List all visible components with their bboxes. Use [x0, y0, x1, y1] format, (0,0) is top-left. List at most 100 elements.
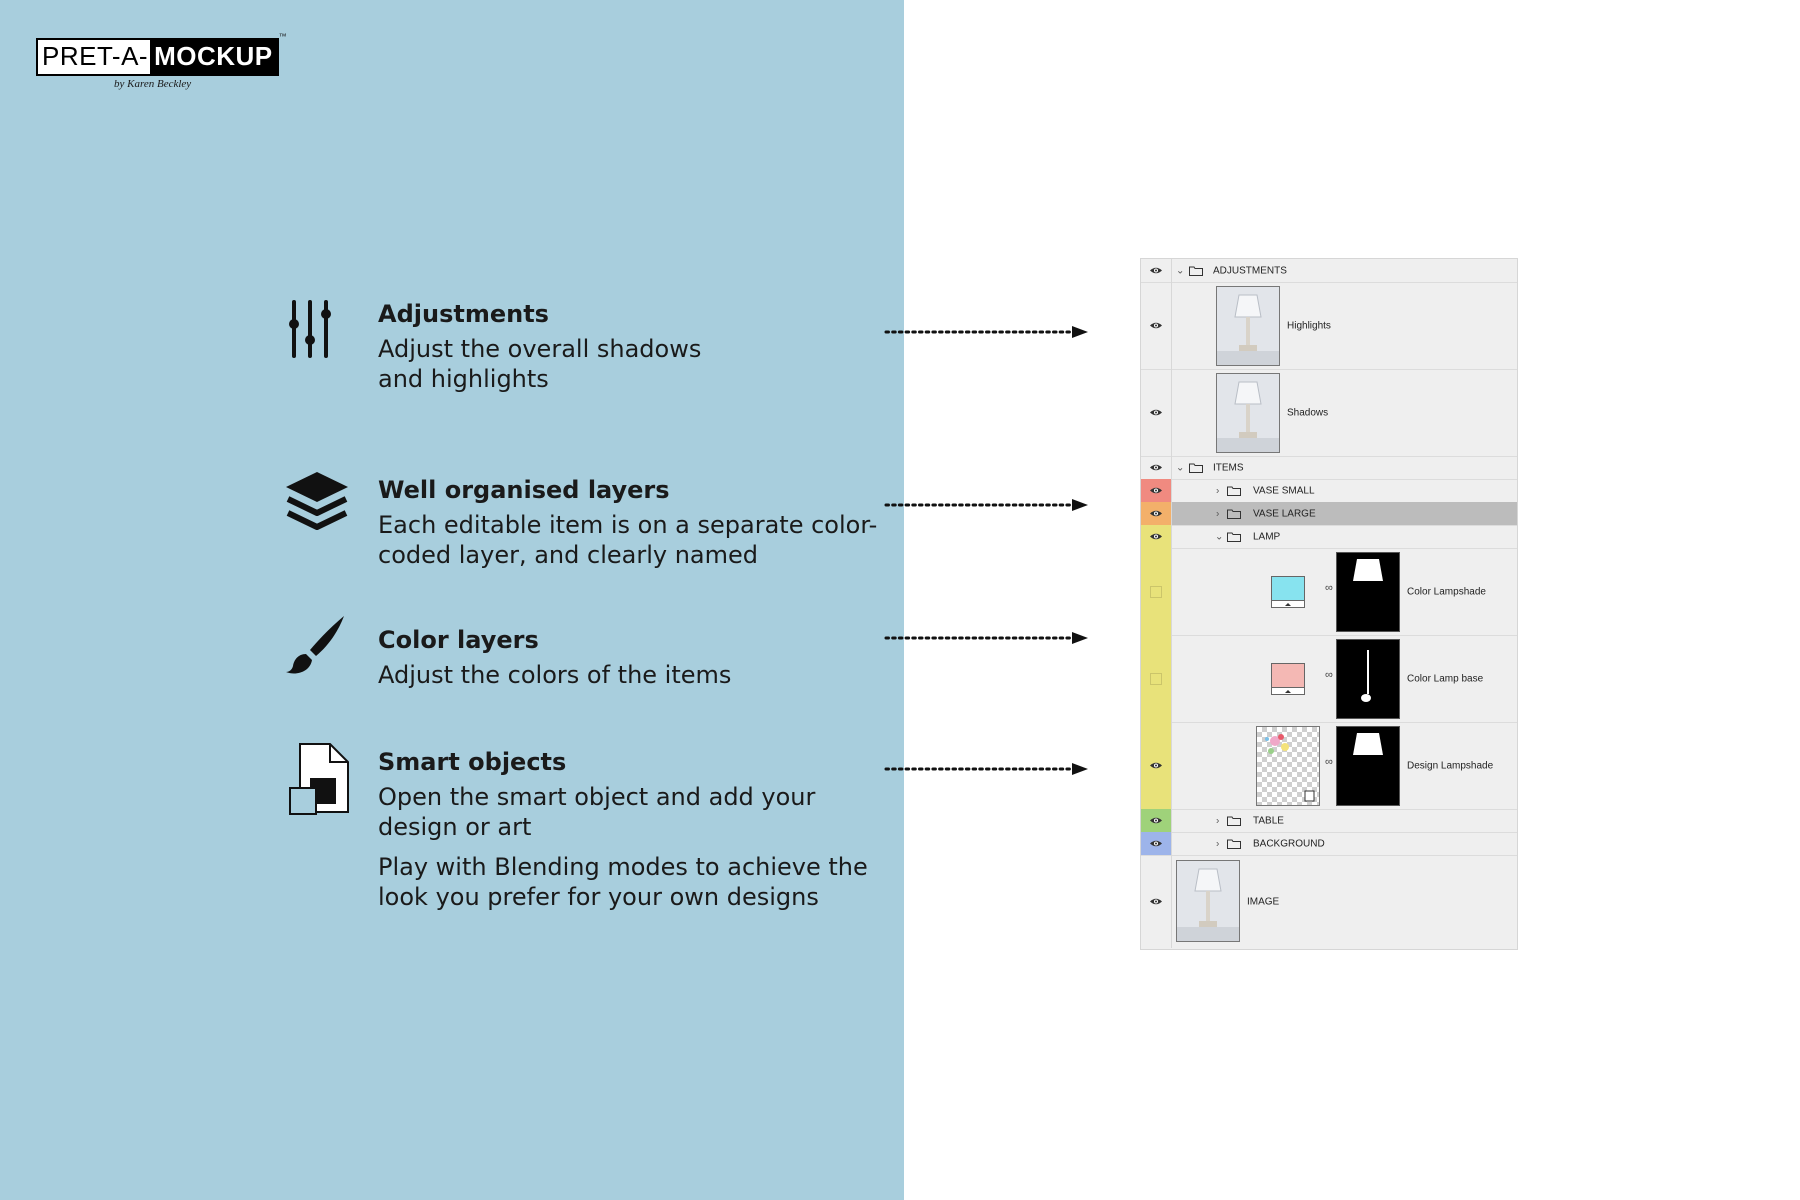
eye-icon	[1150, 322, 1162, 329]
visibility-toggle[interactable]	[1141, 809, 1172, 832]
eye-icon	[1150, 840, 1162, 847]
feature-smart-objects: Smart objects Open the smart object and …	[378, 748, 898, 912]
layer-group-vase-large[interactable]: › VASE LARGE	[1141, 502, 1517, 526]
layer-name: LAMP	[1253, 531, 1281, 542]
visibility-toggle[interactable]	[1141, 456, 1172, 479]
feature-layers: Well organised layers Each editable item…	[378, 476, 898, 570]
layer-name: Color Lamp base	[1407, 673, 1484, 684]
layer-shadows[interactable]: Shadows	[1141, 369, 1517, 457]
eye-icon	[1150, 487, 1162, 494]
visibility-toggle[interactable]	[1141, 502, 1172, 525]
layer-mask-thumbnail	[1336, 552, 1400, 632]
layer-name: Design Lampshade	[1407, 760, 1494, 771]
folder-icon	[1227, 486, 1241, 496]
visibility-toggle[interactable]	[1141, 832, 1172, 855]
layer-mask-thumbnail	[1336, 639, 1400, 719]
layer-group-background[interactable]: › BACKGROUND	[1141, 832, 1517, 856]
layer-group-items[interactable]: ⌄ ITEMS	[1141, 456, 1517, 480]
left-info-pane	[0, 0, 904, 1200]
layer-color-lampshade[interactable]: ∞ Color Lampshade	[1141, 548, 1517, 636]
folder-icon	[1227, 509, 1241, 519]
layer-thumbnail	[1176, 860, 1240, 942]
eye-icon	[1150, 533, 1162, 540]
eye-icon	[1150, 898, 1162, 905]
visibility-toggle[interactable]	[1141, 259, 1172, 282]
feature-title: Adjustments	[378, 300, 549, 328]
brand-logo: PRET-A-MOCKUP ™ by Karen Beckley	[36, 32, 287, 90]
eye-icon	[1150, 267, 1162, 274]
logo-byline: by Karen Beckley	[114, 78, 192, 90]
smart-object-thumbnail	[1256, 726, 1320, 806]
logo-text-part2: MOCKUP	[150, 40, 277, 74]
visibility-toggle[interactable]	[1141, 282, 1172, 369]
hidden-visibility-box	[1150, 585, 1162, 598]
eye-icon	[1150, 464, 1162, 471]
layer-name: TABLE	[1253, 815, 1284, 826]
layer-highlights[interactable]: Highlights	[1141, 282, 1517, 370]
lamp-photo-icon	[1177, 861, 1239, 941]
hidden-visibility-box	[1150, 672, 1162, 685]
smart-object-icon	[289, 743, 349, 815]
chevron-down-icon[interactable]: ⌄	[1215, 531, 1224, 542]
eye-icon	[1150, 762, 1162, 769]
feature-title: Color layers	[378, 626, 539, 654]
link-icon[interactable]: ∞	[1325, 756, 1333, 768]
feature-desc-extra: Play with Blending modes to achieve the …	[378, 853, 868, 911]
dotted-arrow-layers	[884, 499, 1088, 511]
feature-color-layers: Color layers Adjust the colors of the it…	[378, 626, 898, 690]
dotted-arrow-color-layers	[884, 632, 1088, 644]
chevron-right-icon[interactable]: ›	[1216, 815, 1220, 826]
chevron-right-icon[interactable]: ›	[1216, 508, 1220, 519]
floral-art-icon	[1265, 734, 1315, 802]
brush-icon	[286, 616, 344, 674]
layer-image[interactable]: IMAGE	[1141, 855, 1517, 948]
layer-thumbnail	[1216, 373, 1280, 453]
fill-color-swatch[interactable]	[1271, 576, 1305, 608]
chevron-down-icon[interactable]: ⌄	[1176, 265, 1185, 276]
fill-color-swatch[interactable]	[1271, 663, 1305, 695]
layer-group-adjustments[interactable]: ⌄ ADJUSTMENTS	[1141, 259, 1517, 283]
sliders-icon	[289, 300, 331, 358]
logo-text-part1: PRET-A-	[42, 41, 149, 71]
visibility-toggle[interactable]	[1141, 479, 1172, 502]
chevron-right-icon[interactable]: ›	[1216, 485, 1220, 496]
layer-thumbnail	[1216, 286, 1280, 366]
visibility-toggle[interactable]	[1141, 548, 1172, 635]
layer-name: ADJUSTMENTS	[1213, 265, 1287, 276]
feature-title: Well organised layers	[378, 476, 670, 504]
link-icon[interactable]: ∞	[1325, 582, 1333, 594]
link-icon[interactable]: ∞	[1325, 669, 1333, 681]
chevron-down-icon[interactable]: ⌄	[1176, 462, 1185, 473]
visibility-toggle[interactable]	[1141, 369, 1172, 456]
lamp-photo-icon	[1217, 374, 1279, 452]
layer-group-table[interactable]: › TABLE	[1141, 809, 1517, 833]
feature-adjustments: Adjustments Adjust the overall shadows a…	[378, 300, 898, 394]
eye-icon	[1150, 510, 1162, 517]
layer-color-lamp-base[interactable]: ∞ Color Lamp base	[1141, 635, 1517, 723]
eye-icon	[1150, 409, 1162, 416]
layer-name: IMAGE	[1247, 896, 1280, 907]
chevron-right-icon[interactable]: ›	[1216, 838, 1220, 849]
eye-icon	[1150, 817, 1162, 824]
layers-panel: ⌄ ADJUSTMENTS Highlights Shadows ⌄ ITEMS	[1140, 258, 1518, 950]
folder-icon	[1189, 463, 1203, 473]
layer-group-vase-small[interactable]: › VASE SMALL	[1141, 479, 1517, 503]
layer-design-lampshade[interactable]: ∞ Design Lampshade	[1141, 722, 1517, 810]
feature-desc: Open the smart object and add your desig…	[378, 783, 816, 841]
layer-name: ITEMS	[1213, 462, 1244, 473]
layer-name: BACKGROUND	[1253, 838, 1325, 849]
layer-name: VASE SMALL	[1253, 485, 1315, 496]
visibility-toggle[interactable]	[1141, 525, 1172, 548]
layer-name: Shadows	[1287, 407, 1329, 418]
layer-group-lamp[interactable]: ⌄ LAMP	[1141, 525, 1517, 549]
visibility-toggle[interactable]	[1141, 722, 1172, 809]
feature-desc: Adjust the overall shadows and highlight…	[378, 335, 702, 393]
layer-mask-thumbnail	[1336, 726, 1400, 806]
visibility-toggle[interactable]	[1141, 635, 1172, 722]
layers-icon	[286, 472, 348, 530]
layer-name: VASE LARGE	[1253, 508, 1316, 519]
logo-trademark: ™	[278, 32, 287, 41]
dotted-arrow-smart-objects	[884, 763, 1088, 775]
folder-icon	[1227, 839, 1241, 849]
visibility-toggle[interactable]	[1141, 855, 1172, 948]
